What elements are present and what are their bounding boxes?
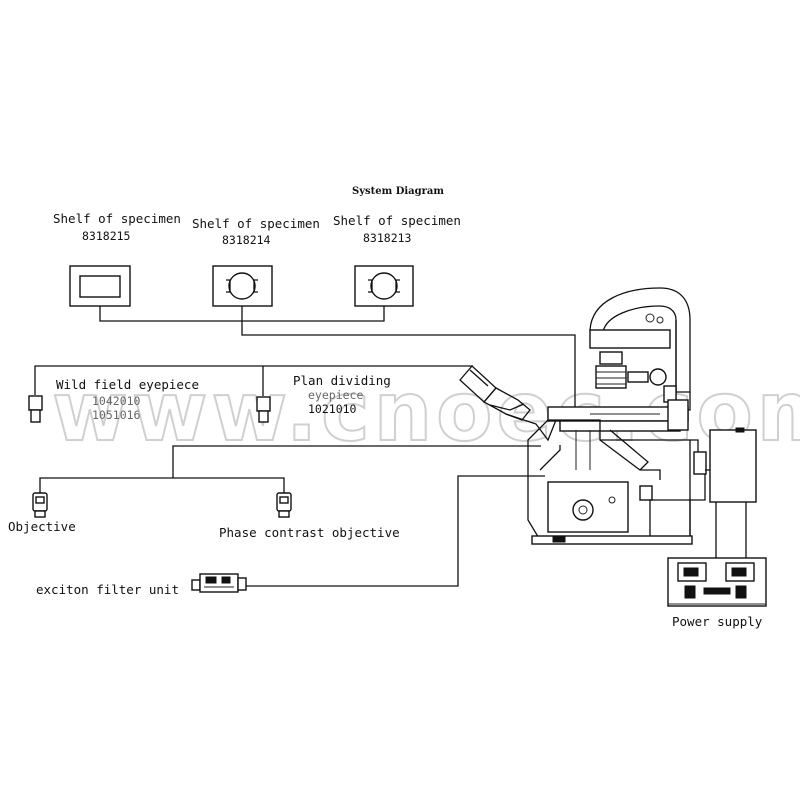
microscope-illustration [459,287,707,545]
shelf-2-shape [212,265,273,307]
shelf-to-microscope-line [241,321,576,430]
power-supply-label: Power supply [672,614,763,629]
shelf-connector [99,306,385,322]
plan-dividing-eyepiece-icon [256,396,271,423]
filter-to-microscope-line [246,475,545,587]
plan-dividing-eyepiece-label: eyepiece [308,388,363,402]
phase-contrast-objective-icon [276,492,292,518]
shelf-3-shape [354,265,414,307]
wide-field-eyepiece-label: Wild field eyepiece [56,377,199,392]
wide-field-eyepiece-icon [28,395,43,423]
lamp-housing [705,427,757,503]
wide-field-eyepiece-code-2: 1051016 [92,408,141,422]
objective-to-microscope-line [172,445,541,478]
objective-label: Objective [8,519,76,534]
wide-field-eyepiece-code-1: 1042010 [92,394,141,408]
exciton-filter-unit-icon [191,573,247,593]
eyepiece-connector [34,365,473,395]
shelf-2-label: Shelf of specimen [192,216,320,231]
shelf-1-code: 8318215 [82,229,130,243]
power-supply-icon [667,557,767,607]
plan-dividing-label: Plan dividing [293,373,391,388]
shelf-2-code: 8318214 [222,233,271,247]
objective-icon [32,492,48,518]
diagram-title: System Diagram [352,186,444,197]
exciton-filter-unit-label: exciton filter unit [36,582,179,597]
shelf-3-label: Shelf of specimen [333,213,461,228]
objective-connector [39,477,285,493]
shelf-1-label: Shelf of specimen [53,211,181,226]
shelf-1-shape [69,265,131,307]
phase-contrast-objective-label: Phase contrast objective [219,525,400,540]
plan-dividing-code: 1021010 [308,402,357,416]
shelf-3-code: 8318213 [363,231,412,245]
